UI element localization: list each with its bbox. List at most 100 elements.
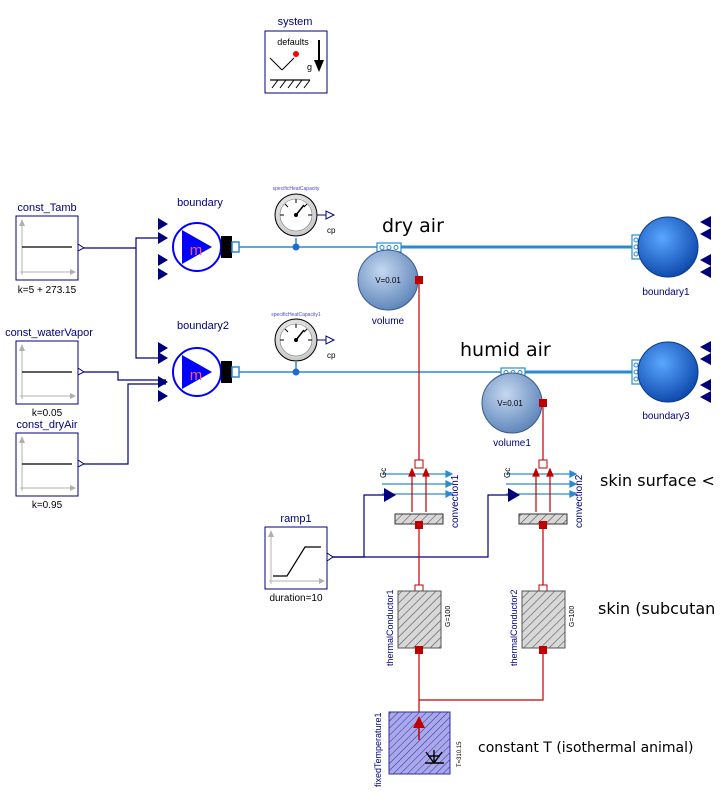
heat-port-icon[interactable] <box>413 716 425 728</box>
fluid-port-icon[interactable] <box>231 366 240 378</box>
cp-label: cp <box>327 226 336 235</box>
boundary3-name: boundary3 <box>642 411 690 422</box>
input-port-icon[interactable] <box>158 218 168 230</box>
input-port-icon[interactable] <box>700 341 711 353</box>
heat-port-icon[interactable] <box>415 276 423 284</box>
output-port-icon[interactable] <box>325 210 336 220</box>
sensor-name: specificHeatCapacity1 <box>271 312 321 318</box>
const-watervapor-name: const_waterVapor <box>5 327 93 339</box>
volume-param: V=0.01 <box>375 276 401 285</box>
boundary1-block[interactable]: boundary1 <box>631 216 711 298</box>
thermal-conductor2-name: thermalConductor2 <box>509 589 519 666</box>
output-port-icon[interactable] <box>77 367 85 376</box>
fluid-connections <box>238 245 634 374</box>
sensor-name: specificHeatCapacity <box>273 186 320 192</box>
boundary-name: boundary <box>177 197 223 209</box>
input-port-icon[interactable] <box>700 379 711 391</box>
ramp1-block[interactable]: ramp1 duration=10 <box>264 513 334 604</box>
volume1-param: V=0.01 <box>497 399 523 408</box>
convection1-block[interactable]: Gc convection1 <box>379 459 461 529</box>
boundary2-name: boundary2 <box>177 320 229 332</box>
pump-triangle-icon <box>182 355 212 389</box>
mass-flow-symbol: m <box>190 242 203 259</box>
specific-heat-capacity-sensor[interactable]: specificHeatCapacity cp <box>273 186 336 237</box>
input-port-icon[interactable] <box>700 353 711 365</box>
ramp1-param: duration=10 <box>269 593 323 604</box>
const-dryair-block[interactable]: const_dryAir k=0.95 <box>15 419 85 511</box>
input-port-icon[interactable] <box>158 390 168 402</box>
input-port-icon[interactable] <box>158 268 168 280</box>
volume1-block[interactable]: V=0.01 volume1 <box>481 367 547 449</box>
pump-triangle-icon <box>182 230 212 264</box>
convection1-name: convection1 <box>450 474 461 528</box>
const-tamb-name: const_Tamb <box>17 202 76 214</box>
input-port-icon[interactable] <box>158 232 168 244</box>
skin-subcutan-annotation: skin (subcutan <box>598 599 715 618</box>
heat-connections <box>418 280 544 716</box>
const-watervapor-block[interactable]: const_waterVapor k=0.05 <box>5 327 93 419</box>
fluid-port-icon[interactable] <box>231 241 240 253</box>
heat-port-icon[interactable] <box>414 459 424 469</box>
skin-surface-annotation: skin surface < <box>600 471 715 490</box>
const-dryair-name: const_dryAir <box>16 419 77 431</box>
output-port-icon[interactable] <box>325 335 336 345</box>
boundary2-outlet <box>221 361 232 383</box>
signal-connections <box>84 237 512 558</box>
gauge-needle-icon <box>295 204 305 216</box>
system-name: system <box>278 16 313 28</box>
specific-heat-capacity1-sensor[interactable]: specificHeatCapacity1 cp <box>271 312 336 362</box>
convection2-name: convection2 <box>574 474 585 528</box>
heat-port-icon[interactable] <box>538 459 548 469</box>
thermal-conductor1-name: thermalConductor1 <box>385 589 395 666</box>
input-port-icon[interactable] <box>158 376 168 388</box>
system-block[interactable]: system defaults g <box>264 16 328 94</box>
heat-port-icon[interactable] <box>539 521 547 529</box>
heat-port-icon[interactable] <box>415 646 423 654</box>
thermal-conductor2-param: G=100 <box>569 606 576 627</box>
gc-label: Gc <box>503 468 512 478</box>
heat-port-icon[interactable] <box>539 399 547 407</box>
boundary-block[interactable]: boundary m <box>158 197 240 280</box>
input-port-icon[interactable] <box>700 266 711 278</box>
mass-flow-symbol: m <box>190 367 203 384</box>
fixed-temperature1-param: T=310.15 <box>457 741 463 767</box>
input-port-icon[interactable] <box>700 228 711 240</box>
thermal-conductor1-block[interactable]: thermalConductor1 G=100 <box>385 584 452 666</box>
volume-name: volume <box>372 316 405 327</box>
boundary1-name: boundary1 <box>642 287 690 298</box>
input-port-icon[interactable] <box>158 254 168 266</box>
ramp1-name: ramp1 <box>280 513 311 525</box>
output-port-icon[interactable] <box>326 552 334 562</box>
input-port-icon[interactable] <box>158 352 168 364</box>
input-port-icon[interactable] <box>384 488 396 502</box>
const-dryair-param: k=0.95 <box>32 500 63 511</box>
thermal-conductor2-block[interactable]: thermalConductor2 G=100 <box>509 584 576 666</box>
gravity-symbol: g <box>307 62 312 72</box>
boundary2-block[interactable]: boundary2 m <box>158 320 240 402</box>
system-defaults-label: defaults <box>277 37 309 47</box>
const-tamb-block[interactable]: const_Tamb k=5 + 273.15 <box>15 202 85 296</box>
fixed-temperature1-block[interactable]: fixedTemperature1 T=310.15 <box>373 711 463 787</box>
input-port-icon[interactable] <box>700 254 711 266</box>
heat-port-icon[interactable] <box>539 646 547 654</box>
heat-port-icon[interactable] <box>415 521 423 529</box>
convection2-block[interactable]: Gc convection2 <box>503 459 585 529</box>
output-port-icon[interactable] <box>77 459 85 468</box>
input-port-icon[interactable] <box>700 391 711 403</box>
cp-label: cp <box>327 351 336 360</box>
constant-t-annotation: constant T (isothermal animal) <box>478 740 693 756</box>
sensor-taps <box>292 238 300 376</box>
humid-air-annotation: humid air <box>460 339 551 361</box>
const-tamb-param: k=5 + 273.15 <box>18 285 77 296</box>
input-port-icon[interactable] <box>158 342 168 354</box>
volume-block[interactable]: V=0.01 volume <box>357 242 423 327</box>
input-port-icon[interactable] <box>508 488 520 502</box>
output-port-icon[interactable] <box>77 243 85 252</box>
input-port-icon[interactable] <box>700 216 711 228</box>
system-dot-icon <box>293 51 299 57</box>
boundary-outlet <box>221 236 232 258</box>
thermal-conductor1-param: G=100 <box>445 606 452 627</box>
fixed-temperature1-name: fixedTemperature1 <box>373 712 383 787</box>
boundary3-block[interactable]: boundary3 <box>631 341 711 422</box>
